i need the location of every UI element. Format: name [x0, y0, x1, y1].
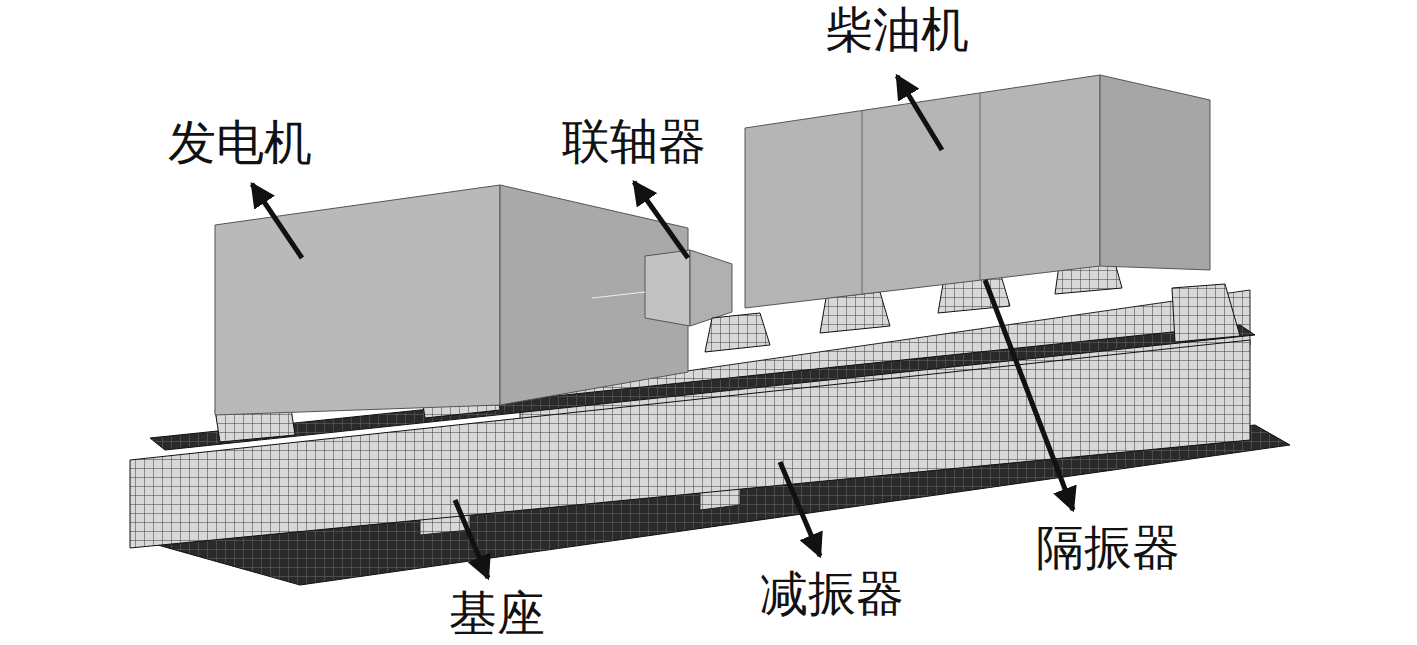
part-label: 发电机 — [168, 117, 312, 167]
generator-box — [215, 185, 688, 415]
leader-arrow — [252, 184, 302, 258]
part-label: 联轴器 — [562, 116, 706, 166]
leader-arrow — [897, 76, 942, 150]
diesel-engine-box — [745, 75, 1210, 308]
leader-arrow — [780, 462, 820, 556]
part-label: 隔振器 — [1036, 522, 1180, 572]
part-label: 基座 — [449, 588, 545, 638]
leader-arrow — [455, 500, 488, 578]
leader-arrow — [634, 182, 688, 258]
leader-arrow — [985, 280, 1073, 510]
part-label: 柴油机 — [825, 4, 969, 54]
part-label: 减振器 — [760, 568, 904, 618]
leader-arrows — [252, 76, 1073, 578]
coupling-box — [592, 250, 732, 326]
